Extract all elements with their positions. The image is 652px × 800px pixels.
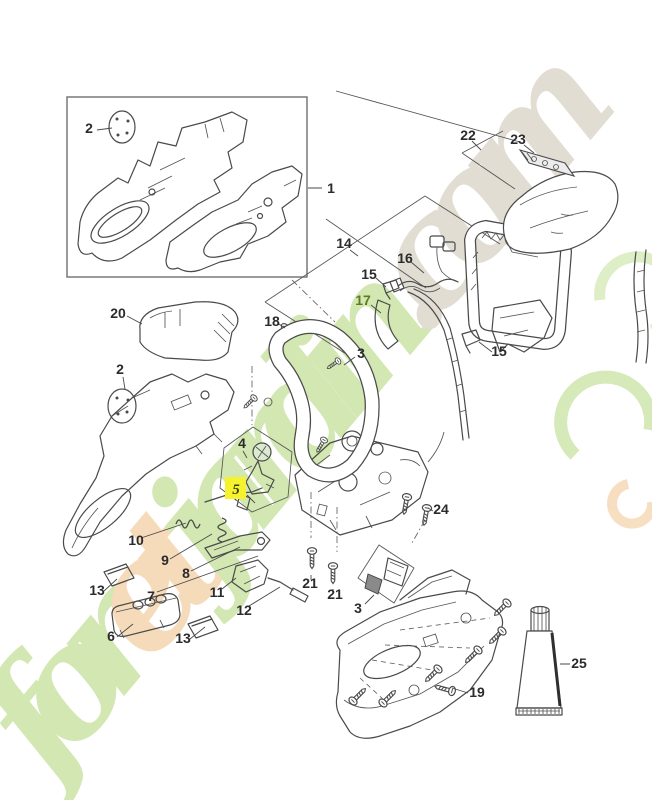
housing-shell-front <box>165 165 303 273</box>
switch-cover-plate <box>111 593 181 637</box>
trigger <box>231 559 269 593</box>
clip-15 <box>461 329 481 354</box>
callout-14[interactable]: 14 <box>336 235 352 251</box>
callout-22[interactable]: 22 <box>460 127 476 143</box>
callout-18[interactable]: 18 <box>264 313 280 329</box>
screw-21 <box>306 547 318 570</box>
frame-bracket <box>491 299 553 353</box>
screw-21 <box>327 562 339 585</box>
trim-strip <box>103 563 135 587</box>
switch-parts-box <box>357 544 415 604</box>
cover-strip-23 <box>518 149 576 177</box>
clip-15 <box>382 279 400 300</box>
wire-harness <box>389 235 459 293</box>
callout-19[interactable]: 19 <box>469 684 485 700</box>
callout-7[interactable]: 7 <box>147 588 155 604</box>
callout-20[interactable]: 20 <box>110 305 126 321</box>
callout-4[interactable]: 4 <box>238 435 246 451</box>
callout-15[interactable]: 15 <box>361 266 377 282</box>
callout-21[interactable]: 21 <box>327 586 343 602</box>
callout-8[interactable]: 8 <box>182 565 190 581</box>
carburetor <box>294 430 445 536</box>
group-outline-14 <box>264 195 501 369</box>
adhesive-tube <box>515 605 563 716</box>
callout-24[interactable]: 24 <box>433 501 449 517</box>
gasket-disc <box>108 110 136 144</box>
callout-6[interactable]: 6 <box>107 628 115 644</box>
screw-guides <box>359 617 491 701</box>
filter-cover <box>139 301 239 361</box>
callout-13[interactable]: 13 <box>175 630 191 646</box>
callout-17[interactable]: 17 <box>355 292 371 308</box>
trim-strip <box>187 615 219 639</box>
choke-lever-box <box>219 426 293 513</box>
callout-9[interactable]: 9 <box>161 552 169 568</box>
handle-housing-box <box>66 96 308 278</box>
callout-16[interactable]: 16 <box>397 250 413 266</box>
group-outline-22 <box>335 90 521 190</box>
callout-2[interactable]: 2 <box>85 120 93 136</box>
callout-3[interactable]: 3 <box>354 600 362 616</box>
housing-half-center <box>62 373 235 557</box>
housing-screws-19 <box>346 596 514 710</box>
callout-1[interactable]: 1 <box>327 180 335 196</box>
callout-12[interactable]: 12 <box>236 602 252 618</box>
throttle-lever <box>204 531 271 559</box>
front-handle-loop <box>263 319 380 483</box>
leader-lines <box>96 127 570 694</box>
link-rod <box>267 577 294 591</box>
top-cover <box>502 170 619 258</box>
callout-2[interactable]: 2 <box>116 361 124 377</box>
callout-21[interactable]: 21 <box>302 575 318 591</box>
bottom-housing <box>335 569 504 739</box>
screw-24 <box>418 503 433 527</box>
rear-frame-loop <box>463 219 573 353</box>
watermark-swirl <box>554 251 652 529</box>
callout-11[interactable]: 11 <box>210 584 225 600</box>
callout-23[interactable]: 23 <box>510 131 526 147</box>
callout-25[interactable]: 25 <box>571 655 587 671</box>
gasket-disc-2 <box>107 388 137 424</box>
screw-24 <box>398 492 413 516</box>
right-edge-part <box>633 249 649 364</box>
callout-13[interactable]: 13 <box>89 582 105 598</box>
throttle-trigger-group <box>103 487 309 639</box>
callout-10[interactable]: 10 <box>128 532 144 548</box>
handle-molding <box>374 288 470 441</box>
housing-shell-rear <box>77 111 248 262</box>
callout-5[interactable]: 5 <box>232 482 240 498</box>
callout-3[interactable]: 3 <box>357 345 365 361</box>
highlight-box <box>225 477 246 499</box>
callout-15[interactable]: 15 <box>491 343 507 359</box>
interlock-part-5 <box>236 493 251 511</box>
